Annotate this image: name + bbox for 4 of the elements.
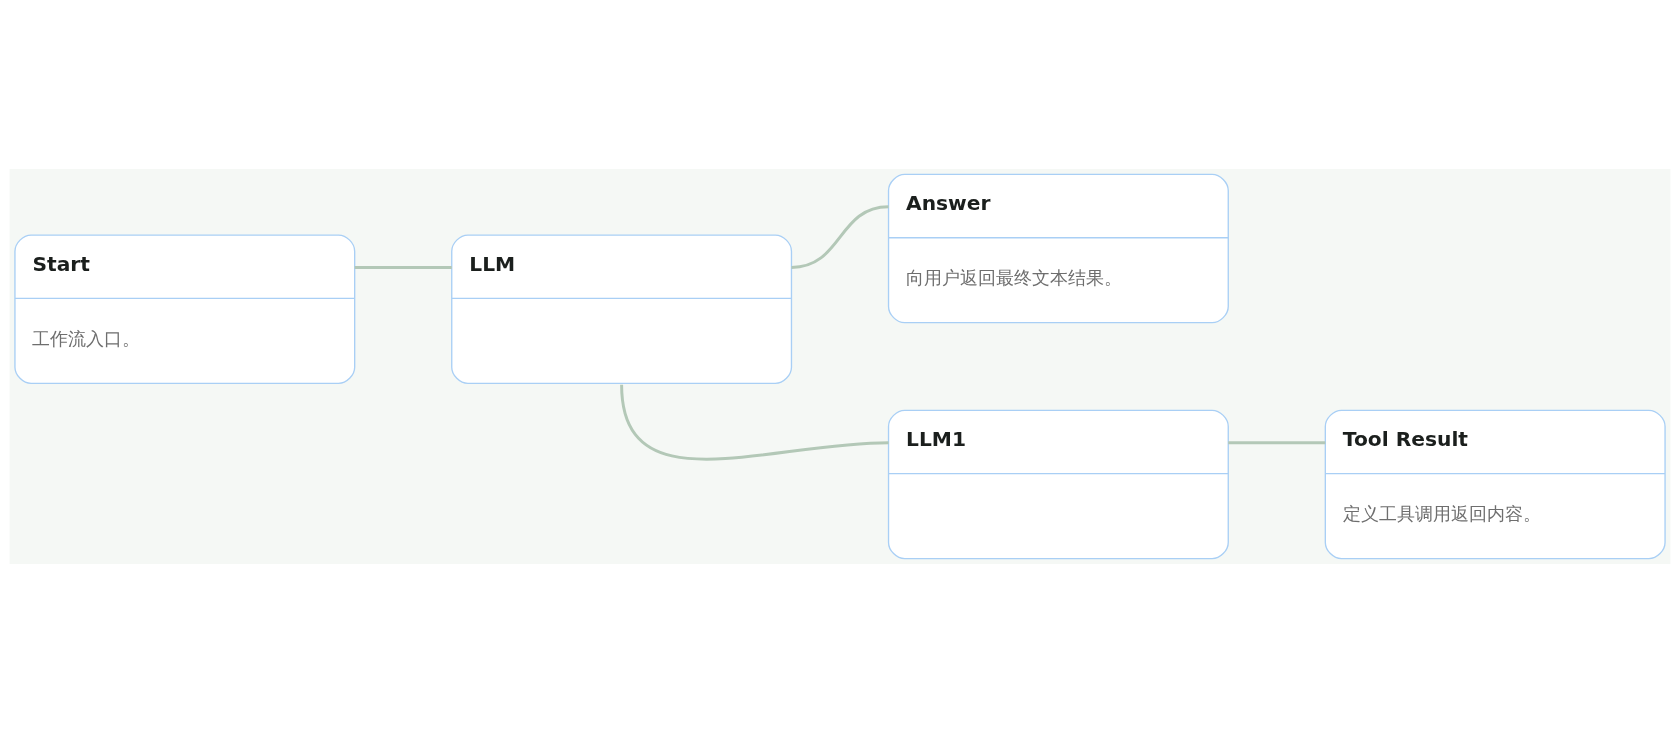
connector — [354, 265, 452, 269]
connector — [620, 384, 889, 461]
connector — [791, 204, 889, 269]
connector — [1228, 440, 1326, 444]
